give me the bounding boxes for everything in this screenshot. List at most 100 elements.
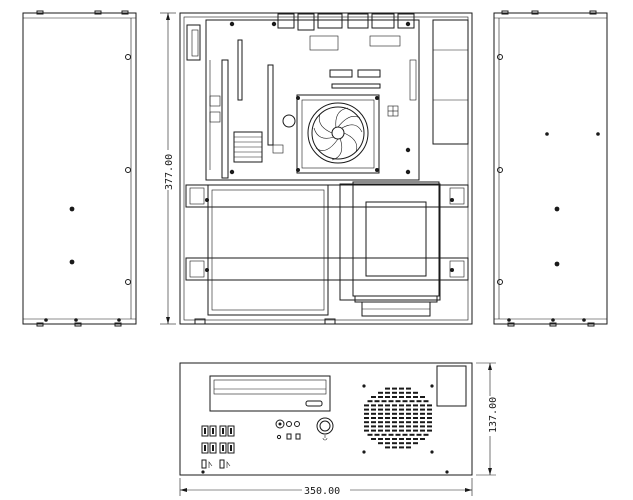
vent-slot — [406, 417, 411, 419]
vent-slot — [402, 400, 408, 403]
vent-slot — [364, 429, 369, 432]
hard-drive — [365, 201, 427, 277]
vent-slot — [385, 442, 390, 445]
vent-slot — [392, 404, 397, 407]
vent-slot — [409, 400, 415, 403]
vent-slot — [399, 425, 404, 428]
vent-slot — [367, 400, 373, 403]
vent-slot — [378, 396, 383, 398]
vent-slot — [385, 438, 390, 440]
vent-slot — [406, 438, 411, 440]
vent-slot — [374, 400, 380, 403]
vent-slot — [413, 442, 418, 445]
vent-slot — [413, 417, 418, 419]
vent-slot — [406, 408, 411, 411]
vent-grid — [362, 384, 434, 454]
vent-slot — [420, 429, 425, 432]
height-label: 137.00 — [488, 397, 499, 433]
vent-slot — [364, 417, 369, 419]
vent-slot — [378, 404, 383, 407]
vent-slot — [423, 433, 429, 436]
vent-slot — [388, 433, 394, 436]
vent-slot — [364, 421, 369, 424]
vent-slot — [388, 400, 394, 403]
vent-slot — [395, 433, 401, 436]
vent-slot — [427, 404, 432, 407]
vent-slot — [392, 387, 397, 390]
eject-button — [305, 400, 323, 407]
right-side-view — [493, 10, 608, 327]
vent-slot — [420, 438, 425, 440]
vent-slot — [399, 396, 404, 398]
hdd-cage — [339, 183, 441, 301]
left-side-view — [22, 10, 137, 327]
vent-slot — [406, 442, 411, 445]
vent-slot — [399, 412, 404, 415]
vent-slot — [378, 417, 383, 419]
vent-slot — [385, 408, 390, 411]
vent-slot — [385, 425, 390, 428]
width-label: 350.00 — [304, 486, 340, 497]
vent-slot — [385, 391, 390, 394]
vent-slot — [399, 429, 404, 432]
depth-dimension: 377.00 — [160, 12, 176, 325]
vent-slot — [371, 438, 376, 440]
vent-slot — [381, 400, 387, 403]
vent-slot — [399, 438, 404, 440]
vent-slot — [413, 408, 418, 411]
vent-slot — [364, 404, 369, 407]
vent-slot — [413, 391, 418, 394]
usb-ports — [201, 425, 235, 454]
vent-slot — [406, 446, 411, 449]
depth-label: 377.00 — [164, 154, 175, 190]
vent-slot — [399, 446, 404, 449]
vent-slot — [378, 391, 383, 394]
vent-screw — [430, 384, 434, 388]
vent-slot — [392, 421, 397, 424]
vent-slot — [392, 425, 397, 428]
vent-slot — [420, 421, 425, 424]
vent-slot — [392, 446, 397, 449]
vent-slot — [371, 417, 376, 419]
vent-slot — [399, 391, 404, 394]
vent-slot — [420, 404, 425, 407]
vent-slot — [399, 442, 404, 445]
vent-slot — [371, 421, 376, 424]
vent-slot — [371, 425, 376, 428]
vent-slot — [371, 429, 376, 432]
vent-slot — [409, 433, 415, 436]
vent-slot — [364, 425, 369, 428]
vent-slot — [423, 400, 429, 403]
vent-slot — [385, 404, 390, 407]
vent-slot — [385, 417, 390, 419]
vent-slot — [406, 412, 411, 415]
vent-slot — [385, 412, 390, 415]
vent-slot — [413, 429, 418, 432]
vent-screw — [430, 450, 434, 454]
front-view — [179, 362, 473, 476]
vent-slot — [406, 387, 411, 390]
vent-slot — [371, 408, 376, 411]
vent-slot — [427, 408, 432, 411]
vent-slot — [392, 429, 397, 432]
vent-slot — [378, 408, 383, 411]
vent-slot — [413, 412, 418, 415]
power-supply — [207, 184, 329, 316]
vent-slot — [413, 425, 418, 428]
vent-slot — [413, 396, 418, 398]
vent-slot — [371, 396, 376, 398]
vent-slot — [416, 400, 422, 403]
vent-slot — [420, 408, 425, 411]
vent-slot — [371, 412, 376, 415]
reset-button — [275, 419, 285, 429]
vent-slot — [385, 387, 390, 390]
vent-slot — [416, 433, 422, 436]
height-dimension: 137.00 — [476, 362, 499, 476]
vent-slot — [364, 412, 369, 415]
vent-screw — [362, 450, 366, 454]
vent-slot — [392, 438, 397, 440]
vent-slot — [367, 433, 373, 436]
vent-slot — [378, 425, 383, 428]
vent-slot — [427, 429, 432, 432]
